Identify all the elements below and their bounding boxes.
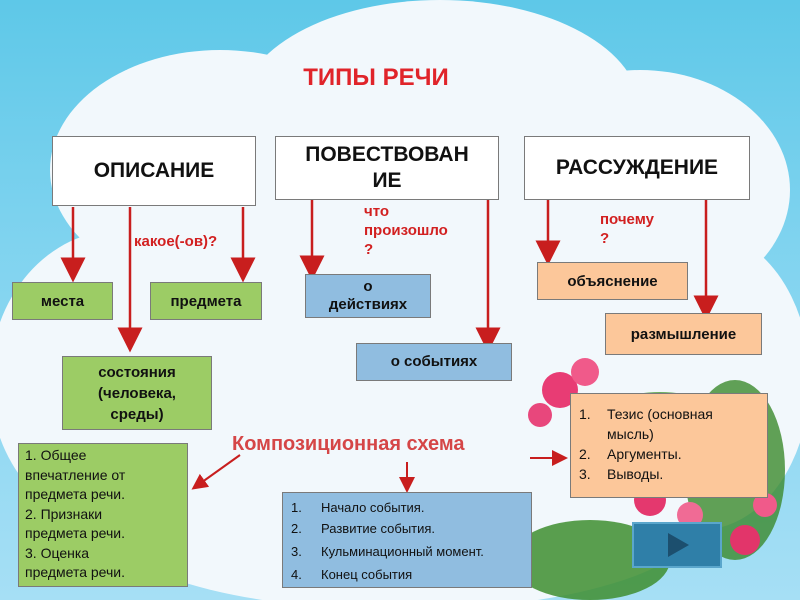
list-item-number: 4. bbox=[291, 567, 302, 582]
item-explanation-label: объяснение bbox=[567, 272, 658, 290]
item-place-label: места bbox=[40, 292, 85, 310]
header-description-label: ОПИСАНИЕ bbox=[93, 159, 215, 182]
description-scheme-line: 1. Общее bbox=[25, 447, 87, 463]
list-item: 1. Тезис (основная мысль) bbox=[579, 404, 759, 444]
list-item: 3. Кульминационный момент. bbox=[291, 542, 523, 565]
item-explanation: объяснение bbox=[537, 262, 688, 300]
item-state-line2: (человека, bbox=[98, 384, 176, 402]
header-narration-line1: ПОВЕСТВОВАН bbox=[305, 143, 469, 166]
header-description: ОПИСАНИЕ bbox=[52, 136, 256, 206]
narration-scheme: 1. Начало события. 2. Развитие события. … bbox=[282, 492, 532, 588]
header-reasoning: РАССУЖДЕНИЕ bbox=[524, 136, 750, 200]
list-item-text-line: мысль) bbox=[607, 426, 654, 442]
play-button[interactable] bbox=[632, 522, 722, 568]
composition-title: Композиционная схема bbox=[232, 433, 465, 455]
list-item-text: Конец события bbox=[321, 567, 413, 582]
item-events: о событиях bbox=[356, 343, 512, 381]
header-reasoning-label: РАССУЖДЕНИЕ bbox=[555, 156, 719, 179]
item-actions: о действиях bbox=[305, 274, 431, 318]
item-state-line3: среды) bbox=[110, 405, 164, 423]
list-item: 3. Выводы. bbox=[579, 464, 759, 484]
description-scheme-line: предмета речи. bbox=[25, 564, 126, 580]
list-item-number: 1. bbox=[579, 406, 591, 422]
list-item-number: 1. bbox=[291, 500, 302, 515]
header-narration: ПОВЕСТВОВАН ИЕ bbox=[275, 136, 499, 200]
question-description: какое(-ов)? bbox=[134, 233, 218, 250]
play-icon bbox=[668, 533, 689, 557]
list-item-text: Развитие события. bbox=[321, 521, 436, 536]
list-item-text: Тезис (основная мысль) bbox=[607, 404, 713, 444]
list-item: 2. Развитие события. bbox=[291, 519, 523, 542]
item-events-label: о событиях bbox=[390, 353, 478, 370]
list-item-number: 3. bbox=[291, 544, 302, 559]
question-narration-line3: ? bbox=[364, 241, 374, 258]
list-item-text: Выводы. bbox=[607, 466, 664, 482]
item-reflection-label: размышление bbox=[630, 325, 737, 343]
item-state: состояния (человека, среды) bbox=[62, 356, 212, 430]
question-reasoning-line2: ? bbox=[600, 230, 610, 247]
description-scheme-line: 2. Признаки bbox=[25, 505, 103, 522]
description-scheme: 1. Общее впечатление от предмета речи. 2… bbox=[18, 443, 188, 587]
header-narration-line2: ИЕ bbox=[372, 169, 402, 192]
description-scheme-line: впечатление от bbox=[25, 466, 126, 483]
list-item: 2. Аргументы. bbox=[579, 444, 759, 464]
reasoning-scheme: 1. Тезис (основная мысль) 2. Аргументы. … bbox=[570, 393, 768, 498]
list-item-number: 2. bbox=[291, 521, 302, 536]
item-object: предмета bbox=[150, 282, 262, 320]
item-reflection: размышление bbox=[605, 313, 762, 355]
question-narration-line2: произошло bbox=[364, 222, 448, 239]
question-narration: что произошло ? bbox=[364, 202, 448, 259]
list-item-text: Кульминационный момент. bbox=[321, 544, 484, 559]
item-place: места bbox=[12, 282, 113, 320]
item-object-label: предмета bbox=[170, 292, 242, 310]
question-narration-line1: что bbox=[364, 203, 390, 220]
list-item-number: 3. bbox=[579, 466, 591, 482]
description-scheme-line: предмета речи. bbox=[25, 486, 126, 502]
description-scheme-line: 3. Оценка bbox=[25, 544, 90, 561]
question-reasoning-line1: почему bbox=[600, 211, 654, 228]
list-item: 1. Начало события. bbox=[291, 498, 523, 519]
description-scheme-line: предмета речи. bbox=[25, 525, 126, 541]
list-item-text-line: Тезис (основная bbox=[607, 406, 713, 422]
page-title: ТИПЫ РЕЧИ bbox=[303, 64, 449, 91]
question-reasoning: почему ? bbox=[600, 210, 654, 248]
list-item: 4. Конец события bbox=[291, 565, 523, 586]
list-item-number: 2. bbox=[579, 446, 591, 462]
item-actions-line1: о bbox=[363, 278, 373, 295]
item-actions-line2: действиях bbox=[328, 296, 408, 313]
list-item-text: Начало события. bbox=[321, 500, 425, 515]
item-state-line1: состояния bbox=[98, 363, 176, 381]
list-item-text: Аргументы. bbox=[607, 446, 682, 462]
